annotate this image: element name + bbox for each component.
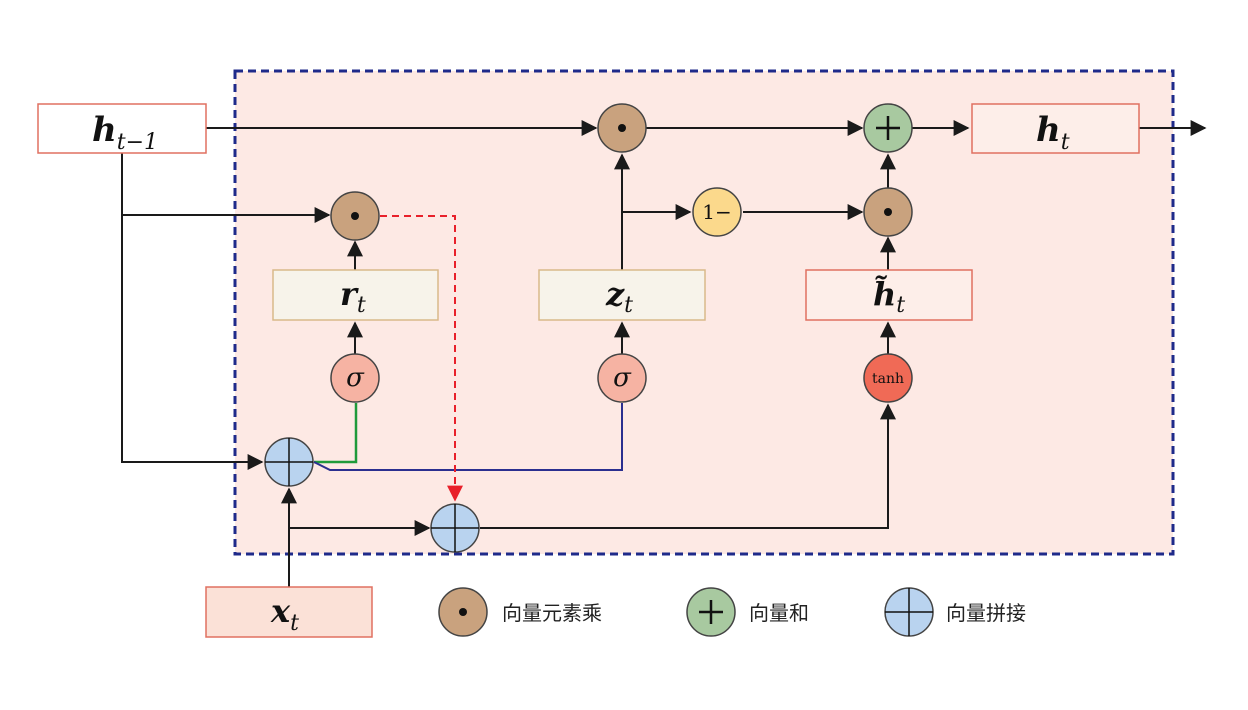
tanh-node: tanh xyxy=(863,353,913,403)
update-gate-label: z xyxy=(605,275,625,313)
circled-plus-icon xyxy=(431,504,479,552)
svg-text:ht: ht xyxy=(1036,110,1070,155)
legend-sum-label: 向量和 xyxy=(749,601,809,625)
concat-node-2 xyxy=(430,503,480,553)
update-gate-box xyxy=(538,269,706,321)
sum-node xyxy=(863,103,913,153)
one-minus-node: 1− xyxy=(692,187,742,237)
svg-text:zt: zt xyxy=(605,275,633,318)
h-prev-box xyxy=(37,103,207,154)
plus-icon xyxy=(876,116,900,140)
sigma-update-node: σ xyxy=(597,353,647,403)
reset-gate-box xyxy=(272,269,439,321)
top-multiply-node xyxy=(597,103,647,153)
plus-icon xyxy=(699,600,723,624)
x-t-label: x xyxy=(270,592,291,630)
h-prev-subscript: t−1 xyxy=(117,130,158,155)
connectors xyxy=(121,120,1207,587)
h-prev-label: h xyxy=(92,110,117,150)
concat1-to-sigma2-path xyxy=(313,403,623,471)
dot-product-icon xyxy=(618,124,626,132)
reset-multiply-node xyxy=(330,191,380,241)
legend-item-mult: 向量元素乘 xyxy=(438,587,602,637)
sigma-reset-node: σ xyxy=(330,353,380,403)
h-t-label: h xyxy=(1036,110,1061,150)
h-t-box xyxy=(971,103,1140,154)
svg-text:rt: rt xyxy=(340,275,366,318)
circled-plus-icon xyxy=(885,588,933,636)
lower-multiply-node xyxy=(863,187,913,237)
svg-text:ht−1: ht−1 xyxy=(92,110,158,155)
legend-item-sum: 向量和 xyxy=(686,587,809,637)
reset-gate-subscript: t xyxy=(357,293,366,318)
concat-node-1 xyxy=(264,437,314,487)
hprev-down xyxy=(121,153,264,470)
update-gate-subscript: t xyxy=(624,293,633,318)
candidate-state-box xyxy=(805,269,973,321)
tanh-label: tanh xyxy=(872,371,904,387)
concat1-to-sigma1-path xyxy=(314,403,358,464)
candidate-state-subscript: t xyxy=(896,293,905,318)
reset-gate-label: r xyxy=(340,275,359,313)
sigma-reset-label: σ xyxy=(346,363,365,393)
h-t-subscript: t xyxy=(1061,130,1070,155)
legend-concat-label: 向量拼接 xyxy=(946,601,1026,625)
dot-product-icon xyxy=(459,608,467,616)
one-minus-label: 1− xyxy=(702,200,731,224)
circled-plus-icon xyxy=(265,438,313,486)
legend-item-concat: 向量拼接 xyxy=(884,587,1026,637)
concat2-to-tanh xyxy=(480,403,896,529)
legend-mult-label: 向量元素乘 xyxy=(502,601,602,625)
dot-product-icon xyxy=(884,208,892,216)
legend: 向量元素乘 向量和 向量拼接 xyxy=(438,587,1026,637)
x-t-subscript: t xyxy=(290,611,299,636)
sigma-update-label: σ xyxy=(613,363,632,393)
dot-product-icon xyxy=(351,212,359,220)
candidate-state-label: h̃ xyxy=(873,275,896,313)
reset-dashed-path xyxy=(380,215,463,502)
x-t-box xyxy=(205,586,373,638)
svg-text:xt: xt xyxy=(270,592,299,636)
svg-text:h̃t: h̃t xyxy=(873,275,905,318)
